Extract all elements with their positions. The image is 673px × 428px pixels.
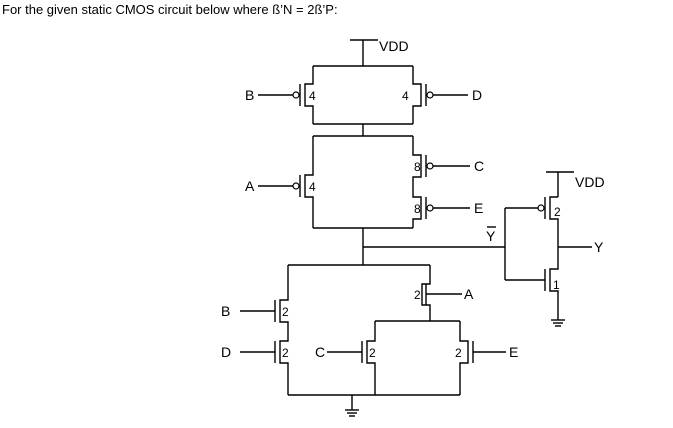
node-y-bar: Y [362,226,505,265]
inverter-pmos: 2 [505,196,561,247]
size-pmos-a: 4 [309,180,316,194]
size-pmos-d: 4 [402,89,409,103]
nmos-e: 2 E [455,321,518,395]
vdd-label-main: VDD [379,38,409,54]
output-label-y: Y [594,239,604,255]
input-label-e-top: E [474,200,483,216]
output-y: Y [558,239,604,255]
pmos-e: 8 E [412,183,483,228]
nmos-c: 2 C [315,321,376,395]
input-label-c-top: C [474,158,484,174]
input-label-b-top: B [245,87,254,103]
input-label-a-left: A [245,178,255,194]
question-text: For the given static CMOS circuit below … [2,2,338,17]
pmos-d: 4 D [402,66,482,124]
size-inverter-nmos: 1 [553,278,560,292]
size-pmos-b: 4 [309,89,316,103]
size-nmos-e: 2 [455,346,462,360]
pmos-a: 4 A [245,136,316,228]
nmos-d: 2 D [221,332,289,395]
vdd-label-inverter: VDD [575,174,605,190]
input-label-a-bottom: A [464,286,474,302]
size-nmos-c: 2 [369,346,376,360]
input-label-c-bottom: C [315,344,325,360]
inverter-nmos: 1 [505,247,560,318]
pmos-c: 8 C [412,136,484,183]
nmos-b: 2 B [221,265,289,332]
pmos-b: 4 B [245,66,316,124]
vdd-supply-inverter: VDD [546,171,605,197]
size-nmos-d: 2 [282,346,289,360]
size-pmos-e: 8 [414,202,421,216]
nmos-a: 2 A [414,265,474,321]
size-inverter-pmos: 2 [554,205,561,219]
input-label-b-bottom: B [221,303,230,319]
input-label-d-bottom: D [221,344,231,360]
ground-symbol-inverter [551,318,565,327]
input-label-e-bottom: E [509,344,518,360]
ground-symbol-main [345,395,359,417]
size-nmos-a: 2 [414,288,421,302]
input-label-d-top: D [472,87,482,103]
vdd-supply-main: VDD [350,38,409,66]
node-label-y-bar: Y [486,228,496,244]
size-nmos-b: 2 [282,305,289,319]
size-pmos-c: 8 [414,160,421,174]
